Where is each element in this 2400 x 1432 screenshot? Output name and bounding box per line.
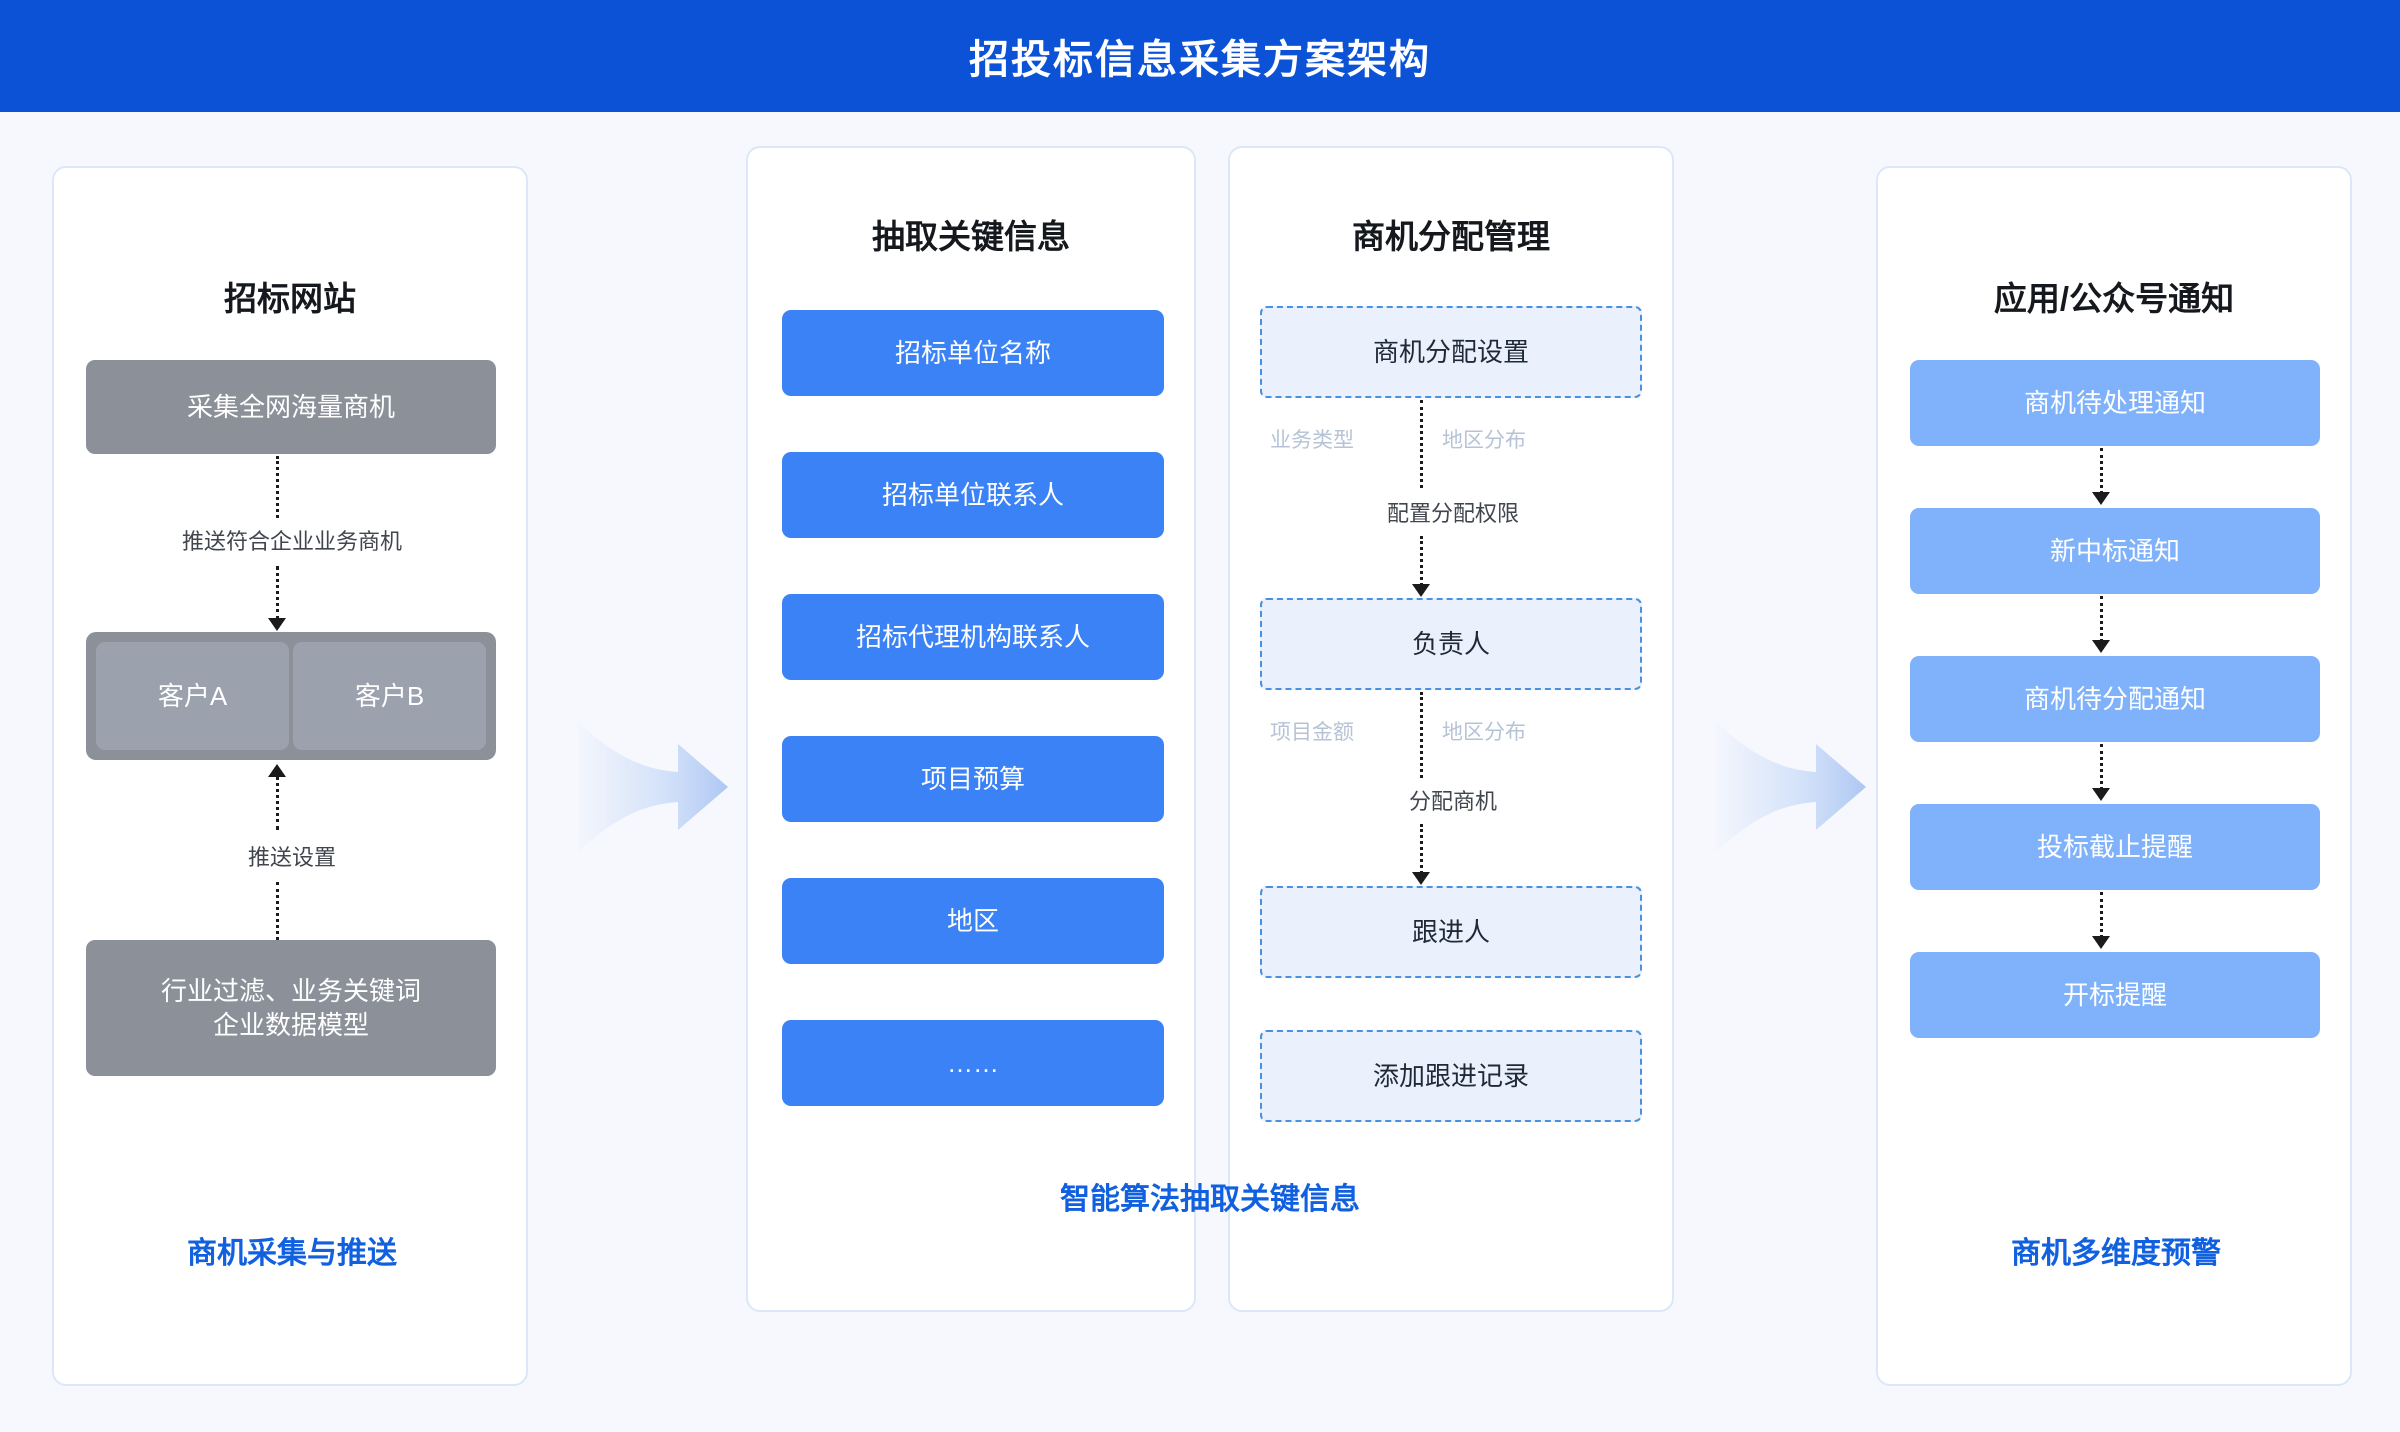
assign-arrowhead-2 [1412, 872, 1430, 885]
notify-connector-line-3 [2100, 744, 2103, 790]
connector-arrowhead-2 [268, 764, 286, 777]
notify-arrowhead-4 [2092, 936, 2110, 949]
notify-connector-line-2 [2100, 596, 2103, 642]
assign-connector-label-distribute: 分配商机 [1408, 789, 1497, 814]
connector-label-push-matching: 推送符合企业业务商机 [181, 529, 402, 554]
notify-item-to-assign: 商机待分配通知 [1910, 656, 2320, 742]
assign-step-owner: 负责人 [1260, 598, 1642, 690]
connector-label-push-settings: 推送设置 [247, 845, 336, 870]
extract-item-agency-contact: 招标代理机构联系人 [782, 594, 1164, 680]
model-line-1: 行业过滤、业务关键词 [160, 975, 421, 1006]
right-chevron-arrow-icon-2 [1716, 692, 1886, 882]
notify-item-new-win: 新中标通知 [1910, 508, 2320, 594]
connector-line-2b [276, 882, 279, 940]
assign-step-add-record: 添加跟进记录 [1260, 1030, 1642, 1122]
panel-app-notifications: 应用/公众号通知 商机待处理通知 新中标通知 商机待分配通知 投标截止提醒 开标… [1876, 166, 2352, 1386]
right-chevron-arrow-icon [578, 692, 748, 882]
assign-tag-project-amount: 项目金额 [1270, 721, 1354, 744]
caption-middle: 智能算法抽取关键信息 [1060, 1183, 1360, 1216]
connector-line-1a [276, 456, 279, 518]
assign-connector-line-1 [1420, 400, 1423, 488]
panel-bidding-websites: 招标网站 采集全网海量商机 推送符合企业业务商机 客户A 客户B 推送设置 行业… [52, 166, 528, 1386]
panel-opportunity-assignment: 商机分配管理 商机分配设置 业务类型 地区分布 配置分配权限 负责人 项目金额 … [1228, 146, 1674, 1312]
notify-item-opening: 开标提醒 [1910, 952, 2320, 1038]
assign-step-settings: 商机分配设置 [1260, 306, 1642, 398]
notify-arrowhead-2 [2092, 640, 2110, 653]
notify-arrowhead-1 [2092, 492, 2110, 505]
customer-a-box: 客户A [96, 642, 289, 750]
notify-item-pending: 商机待处理通知 [1910, 360, 2320, 446]
assign-tag-region-1: 地区分布 [1442, 429, 1526, 452]
collect-opportunities-box: 采集全网海量商机 [86, 360, 496, 454]
notify-arrowhead-3 [2092, 788, 2110, 801]
assign-connector-label-permissions: 配置分配权限 [1386, 501, 1519, 526]
extract-item-project-budget: 项目预算 [782, 736, 1164, 822]
extract-item-bidding-unit-name: 招标单位名称 [782, 310, 1164, 396]
extract-item-region: 地区 [782, 878, 1164, 964]
page-title: 招投标信息采集方案架构 [969, 38, 1431, 82]
customer-b-box: 客户B [293, 642, 486, 750]
assign-tag-business-type: 业务类型 [1270, 429, 1354, 452]
panel-extract-title: 抽取关键信息 [872, 218, 1070, 255]
caption-left: 商机采集与推送 [187, 1237, 397, 1270]
panel-notify-title: 应用/公众号通知 [1993, 280, 2235, 317]
connector-line-1b [276, 566, 279, 620]
assign-connector-line-2 [1420, 692, 1423, 778]
assign-step-follower: 跟进人 [1260, 886, 1642, 978]
extract-item-more: …… [782, 1020, 1164, 1106]
caption-right: 商机多维度预警 [2011, 1237, 2221, 1270]
panel-left-title: 招标网站 [224, 280, 356, 317]
app-header: 招投标信息采集方案架构 [0, 0, 2400, 112]
notify-connector-line-4 [2100, 892, 2103, 938]
assign-connector-line-1b [1420, 536, 1423, 586]
enterprise-model-box: 行业过滤、业务关键词 企业数据模型 [86, 940, 496, 1076]
connector-line-2a [276, 776, 279, 830]
diagram-stage: 招标网站 采集全网海量商机 推送符合企业业务商机 客户A 客户B 推送设置 行业… [0, 112, 2400, 1432]
model-line-2: 企业数据模型 [212, 1010, 369, 1040]
connector-arrowhead-1 [268, 618, 286, 631]
assign-connector-line-2b [1420, 824, 1423, 874]
panel-extract-key-info: 抽取关键信息 招标单位名称 招标单位联系人 招标代理机构联系人 项目预算 地区 … [746, 146, 1196, 1312]
customers-group: 客户A 客户B [86, 632, 496, 760]
notify-connector-line-1 [2100, 448, 2103, 494]
assign-tag-region-2: 地区分布 [1442, 721, 1526, 744]
notify-item-deadline: 投标截止提醒 [1910, 804, 2320, 890]
panel-assign-title: 商机分配管理 [1352, 218, 1550, 255]
assign-arrowhead-1 [1412, 584, 1430, 597]
extract-item-bidding-unit-contact: 招标单位联系人 [782, 452, 1164, 538]
